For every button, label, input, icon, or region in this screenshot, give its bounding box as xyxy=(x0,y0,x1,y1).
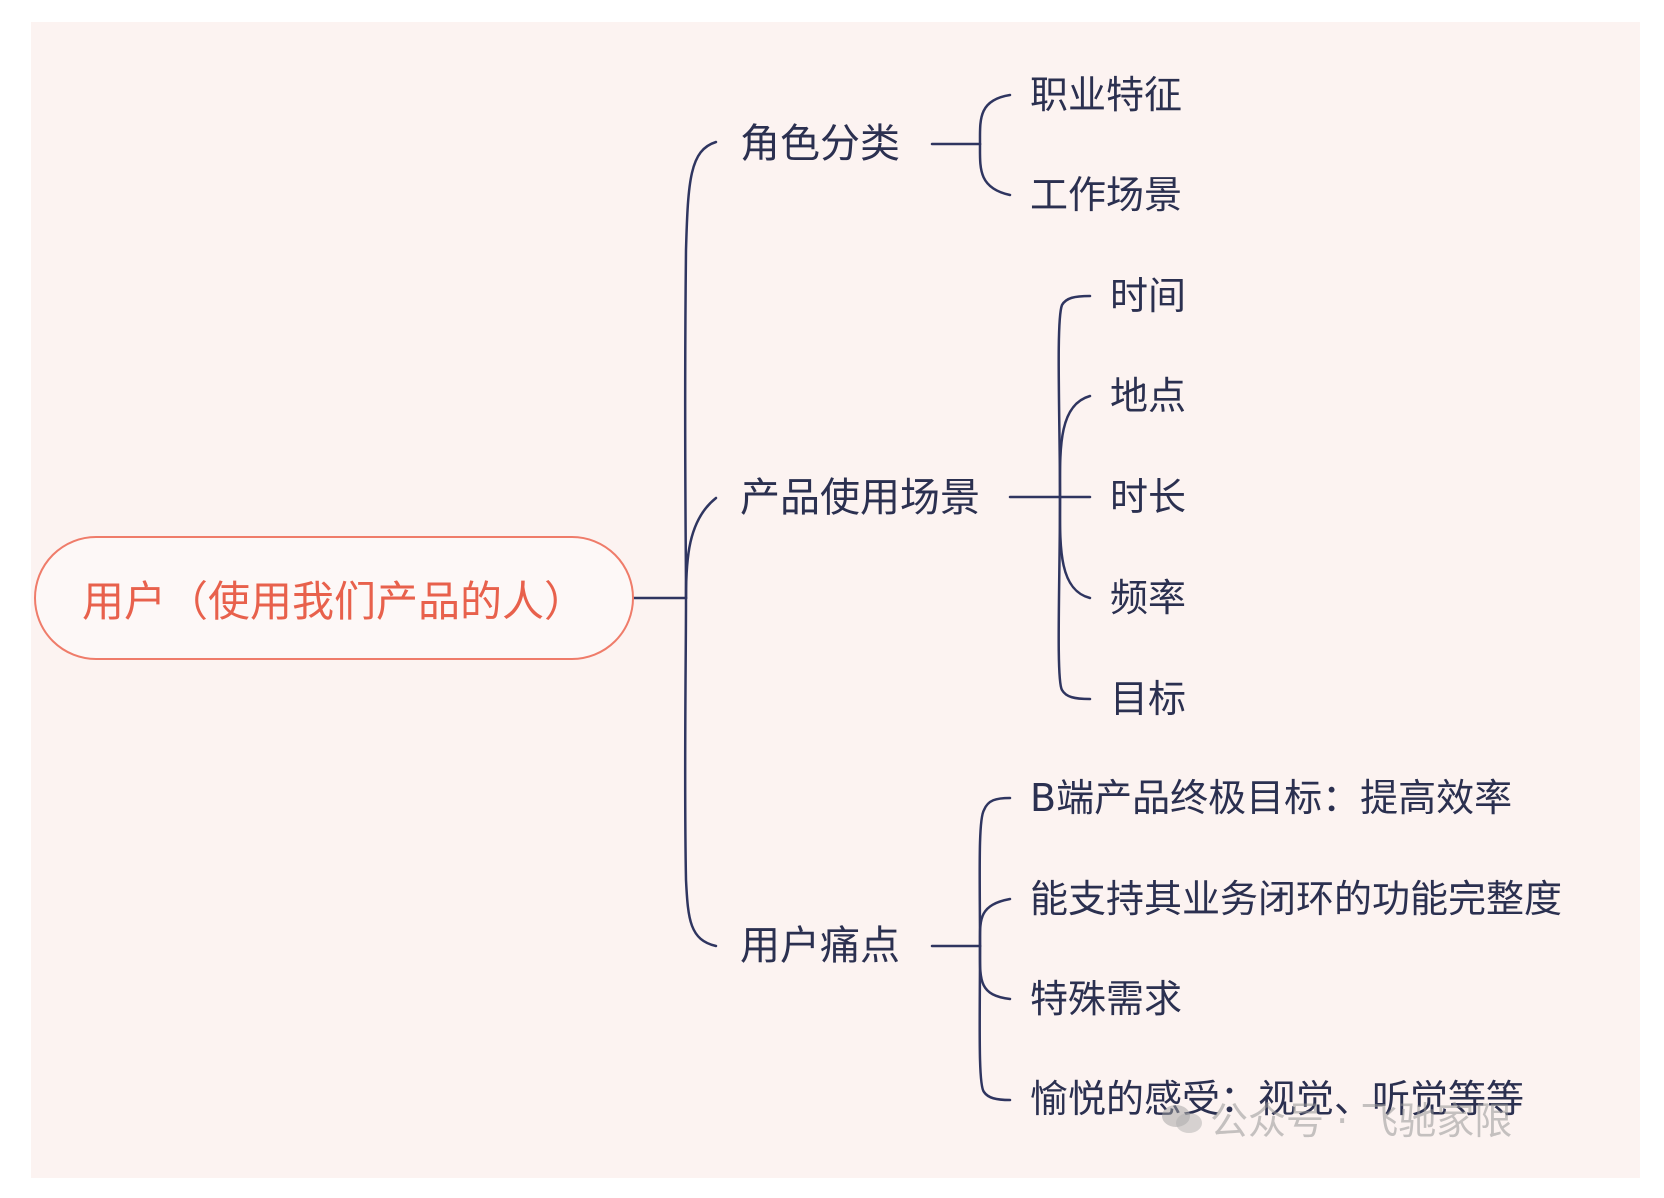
connector-b2-c5 xyxy=(1057,495,1092,701)
connector-b1-c2 xyxy=(978,142,1012,197)
leaf-special-needs: 特殊需求 xyxy=(1030,977,1183,1021)
connector-b3-c2 xyxy=(978,897,1012,948)
connector-branch-2 xyxy=(684,496,718,600)
leaf-occupation-traits: 职业特征 xyxy=(1030,73,1183,117)
watermark-text: 公众号 · 飞驰家限 xyxy=(1210,1099,1513,1143)
root-node: 用户（使用我们产品的人） xyxy=(34,536,634,660)
leaf-frequency: 频率 xyxy=(1110,576,1187,620)
leaf-business-loop-completeness: 能支持其业务闭环的功能完整度 xyxy=(1030,877,1563,921)
leaf-pleasant-feeling: 愉悦的感受：视觉、听觉等等 xyxy=(1030,1077,1525,1121)
connector-b3-c1 xyxy=(978,796,1012,948)
leaf-b-end-ultimate-goal: B端产品终极目标：提高效率 xyxy=(1030,776,1513,820)
connector-b3-c4 xyxy=(978,944,1012,1102)
leaf-work-scenario: 工作场景 xyxy=(1030,173,1183,217)
connector-branch-1 xyxy=(683,140,718,600)
root-node-label: 用户（使用我们产品的人） xyxy=(81,576,586,626)
leaf-time: 时间 xyxy=(1110,274,1187,318)
leaf-location: 地点 xyxy=(1110,374,1187,418)
connector-b2-c4 xyxy=(1058,495,1092,600)
branch-usage-scenario: 产品使用场景 xyxy=(740,475,980,521)
leaf-goal: 目标 xyxy=(1110,677,1187,721)
branch-role-classification: 角色分类 xyxy=(740,121,900,167)
watermark: 公众号 · 飞驰家限 xyxy=(1160,1090,1512,1145)
leaf-duration: 时长 xyxy=(1110,475,1187,519)
connector-b3-c3 xyxy=(978,944,1012,1001)
connector-b2-c1 xyxy=(1057,294,1092,499)
connector-branch-3 xyxy=(683,596,718,948)
connector-b1-c1 xyxy=(978,93,1012,146)
connector-b2-c2 xyxy=(1058,394,1092,499)
wechat-icon xyxy=(1160,1101,1204,1135)
branch-user-pain-points: 用户痛点 xyxy=(740,923,900,969)
